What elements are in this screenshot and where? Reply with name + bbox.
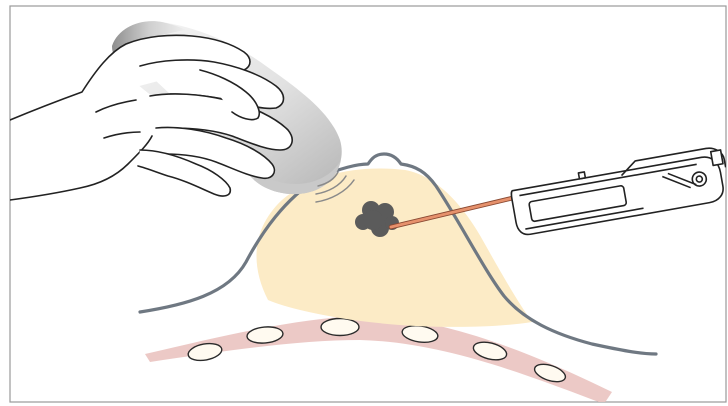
rib-icon [321, 319, 359, 336]
